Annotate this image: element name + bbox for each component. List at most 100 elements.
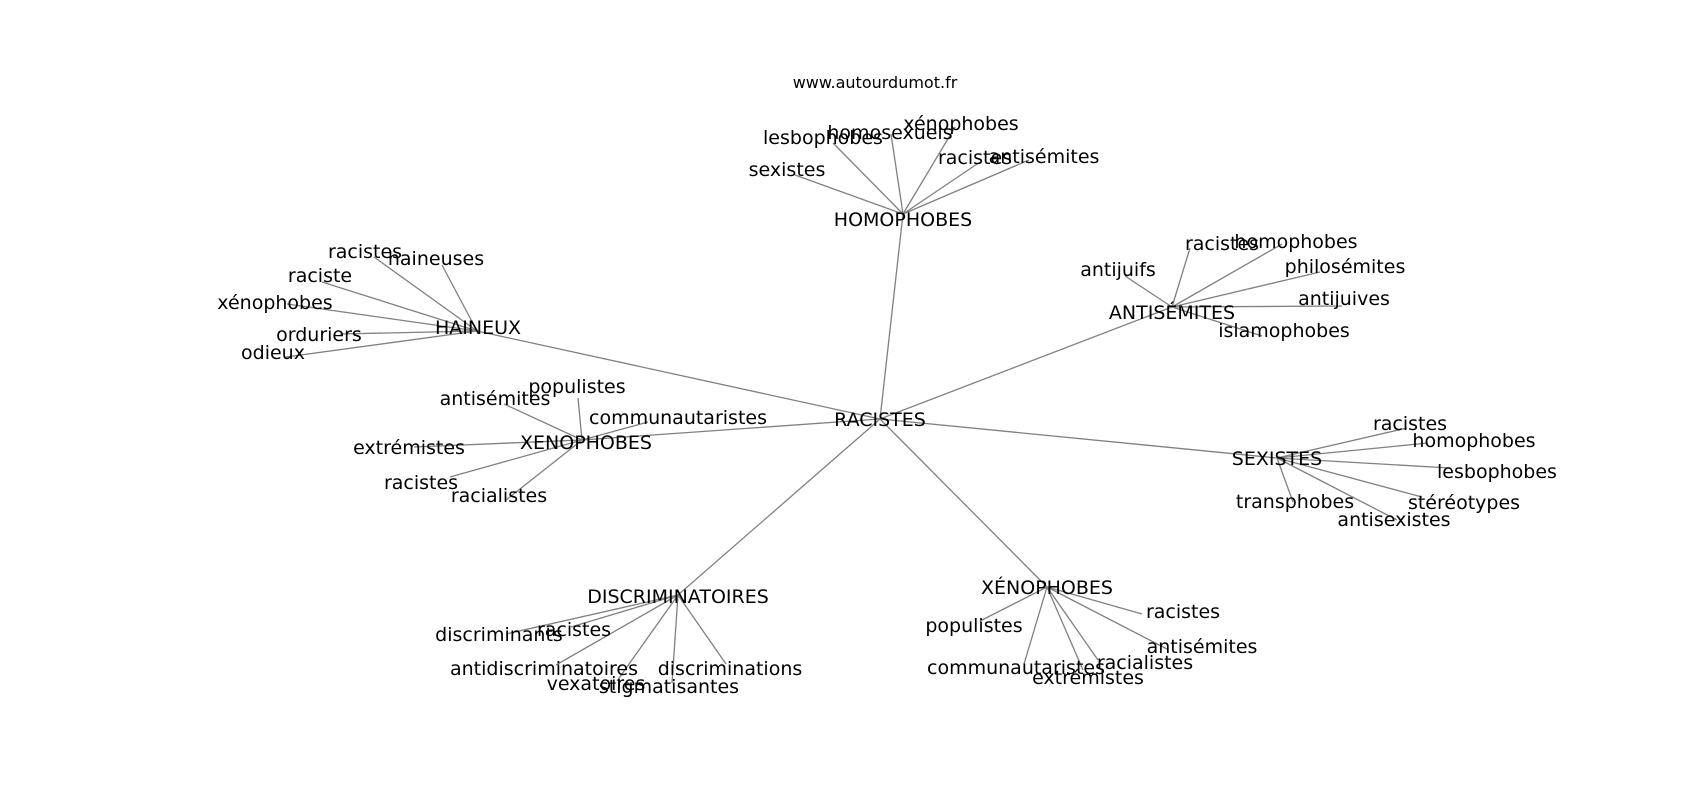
edge-homophobes-leaf-0	[832, 142, 904, 215]
leaf-node-discriminatoires-1: racistes	[537, 619, 611, 641]
edge-center-antisemites	[879, 306, 1173, 420]
edge-center-xenophobes-lower	[879, 418, 1048, 588]
edge-haineux-leaf-0	[373, 256, 478, 332]
edge-center-haineux	[476, 330, 881, 420]
leaf-node-sexistes-2: lesbophobes	[1437, 461, 1557, 483]
edge-haineux-leaf-1	[441, 264, 478, 332]
leaf-node-discriminatoires-5: stigmatisantes	[599, 676, 739, 698]
edge-homophobes-leaf-3	[794, 174, 904, 215]
leaf-node-antisemites-3: philosémites	[1285, 256, 1406, 278]
leaf-node-antisemites-4: antijuives	[1298, 288, 1390, 310]
leaf-node-haineux-5: odieux	[241, 342, 305, 364]
edge-xenophobes-lower-leaf-1	[979, 586, 1048, 622]
edge-homophobes-leaf-4	[902, 161, 981, 215]
leaf-node-discriminatoires-3: discriminations	[658, 658, 803, 680]
edge-xenophobes-lower-leaf-0	[1046, 586, 1143, 615]
leaf-node-antisemites-1: racistes	[1185, 233, 1259, 255]
leaf-node-discriminatoires-2: antidiscriminatoires	[450, 658, 638, 680]
leaf-node-homophobes-2: xénophobes	[903, 113, 1018, 135]
edge-antisemites-leaf-1	[1171, 247, 1191, 308]
leaf-node-antisemites-5: islamophobes	[1218, 320, 1350, 342]
leaf-node-xenophobes-lower-2: antisémites	[1147, 636, 1258, 658]
cluster-node-haineux: HAINEUX	[435, 317, 521, 339]
cluster-node-xenophobes-lower: XÉNOPHOBES	[981, 576, 1113, 599]
edge-xenophobes-upper-leaf-2	[581, 421, 649, 441]
leaf-node-haineux-3: xénophobes	[217, 292, 332, 314]
cluster-node-homophobes: HOMOPHOBES	[834, 209, 972, 231]
edge-homophobes-leaf-5	[902, 159, 1030, 215]
edge-discriminatoires-leaf-5	[671, 594, 679, 684]
graph-labels: RACISTESHOMOPHOBESlesbophobeshomosexuels…	[217, 113, 1557, 698]
edge-discriminatoires-leaf-2	[555, 594, 679, 666]
leaf-node-homophobes-0: lesbophobes	[763, 127, 883, 149]
edge-sexistes-leaf-1	[1276, 442, 1429, 459]
leaf-node-antisemites-0: antijuifs	[1080, 259, 1156, 281]
edge-xenophobes-upper-leaf-1	[503, 403, 583, 441]
edge-center-homophobes	[879, 213, 904, 420]
leaf-node-sexistes-1: homophobes	[1412, 430, 1535, 452]
edge-haineux-leaf-2	[321, 281, 478, 332]
edge-xenophobes-upper-leaf-0	[577, 397, 583, 441]
edge-discriminatoires-leaf-3	[677, 594, 727, 665]
leaf-node-discriminatoires-0: discriminants	[435, 624, 563, 646]
leaf-node-xenophobes-upper-5: racialistes	[451, 485, 547, 507]
edge-haineux-leaf-5	[285, 330, 478, 358]
edge-center-xenophobes-upper	[581, 418, 881, 441]
leaf-node-homophobes-1: homosexuels	[827, 122, 952, 144]
edge-antisemites-leaf-0	[1124, 275, 1173, 308]
leaf-node-haineux-1: haineuses	[388, 248, 484, 270]
edge-antisemites-leaf-5	[1171, 306, 1263, 337]
leaf-node-xenophobes-upper-4: racistes	[384, 472, 458, 494]
edge-sexistes-leaf-2	[1276, 457, 1451, 469]
leaf-node-homophobes-5: antisémites	[989, 146, 1100, 168]
leaf-node-xenophobes-lower-1: populistes	[925, 615, 1022, 637]
leaf-node-xenophobes-lower-0: racistes	[1146, 601, 1220, 623]
leaf-node-sexistes-4: transphobes	[1236, 491, 1354, 513]
edge-sexistes-leaf-0	[1276, 427, 1408, 459]
edge-haineux-leaf-3	[286, 303, 478, 332]
edge-xenophobes-lower-leaf-3	[1046, 586, 1099, 661]
graph-edges	[285, 126, 1451, 684]
edge-xenophobes-lower-leaf-5	[1046, 586, 1084, 671]
leaf-node-sexistes-0: racistes	[1373, 413, 1447, 435]
edge-antisemites-leaf-4	[1171, 305, 1343, 308]
leaf-node-xenophobes-upper-0: populistes	[528, 376, 625, 398]
edge-haineux-leaf-4	[339, 330, 478, 335]
edge-xenophobes-upper-leaf-4	[449, 439, 583, 478]
edge-xenophobes-lower-leaf-2	[1046, 586, 1168, 650]
edge-sexistes-leaf-5	[1276, 457, 1398, 521]
leaf-node-xenophobes-lower-4: communautaristes	[927, 657, 1105, 679]
leaf-node-xenophobes-lower-3: racialistes	[1097, 652, 1193, 674]
edge-antisemites-leaf-3	[1171, 271, 1321, 308]
leaf-node-homophobes-3: sexistes	[749, 159, 826, 181]
edge-discriminatoires-leaf-1	[570, 594, 679, 628]
leaf-node-antisemites-2: homophobes	[1234, 231, 1357, 253]
leaf-node-haineux-2: raciste	[288, 265, 352, 287]
leaf-node-xenophobes-lower-5: extrémistes	[1032, 667, 1144, 689]
edge-discriminatoires-leaf-0	[505, 594, 679, 635]
cluster-node-sexistes: SEXISTES	[1232, 448, 1322, 470]
leaf-node-discriminatoires-4: vexatoires	[547, 673, 646, 695]
leaf-node-homophobes-4: racistes	[938, 147, 1012, 169]
leaf-node-sexistes-3: stéréotypes	[1408, 492, 1520, 514]
edge-discriminatoires-leaf-4	[616, 594, 679, 682]
leaf-node-xenophobes-upper-2: communautaristes	[589, 407, 767, 429]
edge-antisemites-leaf-2	[1171, 243, 1283, 308]
edge-xenophobes-upper-leaf-3	[413, 439, 583, 448]
site-url: www.autourdumot.fr	[793, 73, 958, 92]
cluster-node-discriminatoires: DISCRIMINATOIRES	[587, 586, 769, 608]
leaf-node-haineux-4: orduriers	[276, 324, 362, 346]
edge-homophobes-leaf-1	[890, 133, 904, 215]
edge-center-sexistes	[879, 418, 1278, 459]
leaf-node-xenophobes-upper-3: extrémistes	[353, 437, 465, 459]
edge-homophobes-leaf-2	[902, 126, 956, 215]
center-node-label: RACISTES	[834, 409, 926, 431]
leaf-node-xenophobes-upper-1: antisémites	[440, 388, 551, 410]
edge-sexistes-leaf-4	[1276, 457, 1294, 503]
cluster-node-antisemites: ANTISÉMITES	[1109, 301, 1235, 324]
edge-sexistes-leaf-3	[1276, 457, 1423, 498]
edge-xenophobes-lower-leaf-4	[1023, 586, 1048, 665]
leaf-node-haineux-0: racistes	[328, 241, 402, 263]
edge-center-discriminatoires	[677, 418, 881, 596]
